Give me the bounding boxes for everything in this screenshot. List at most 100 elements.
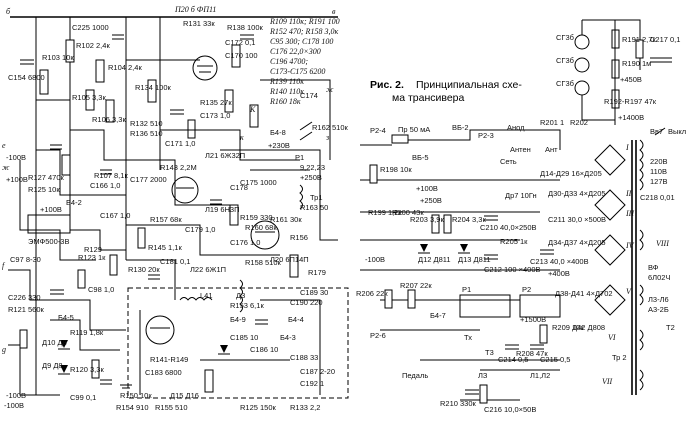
label-r135: R135 27к [200,98,232,107]
label-p23: Р2-3 [478,131,494,140]
label-r199: R199 1,2к [368,208,402,217]
label-r125b: R125 150к [240,403,277,412]
label-r163: R163 50 [300,203,328,212]
left-block-labels: С225 1000 R102 2,4к R104 2,4к R103 10к С… [4,23,142,410]
label-c225: С225 1000 [72,23,109,32]
label-r138: R138 100к [227,23,264,32]
label-c188: С188 33 [290,353,318,362]
label-c218: С218 0,01 [640,193,675,202]
label-t3: Т3 [485,348,494,357]
list-line-4: С176 22,0×300 [270,47,321,56]
label-p26: Р2-6 [370,331,386,340]
label-r136: R136 510 [130,129,163,138]
list-line-3: С95 300; С178 100 [270,37,333,46]
label-c185: С185 10 [230,333,258,342]
label-r205: R205 1к [500,237,528,246]
label-c98: С98 1,0 [88,285,114,294]
label-c187: С187 2-20 [300,367,335,376]
label-d13: Д13 Д811 [458,255,491,264]
label-set: Сеть [500,157,517,166]
label-minus100b: -100В [365,255,385,264]
label-6l02ch: 6Л02Ч [648,273,670,282]
label-c183: С183 6800 [145,368,182,377]
label-a32b: А3-2Б [648,305,669,314]
list-line-5: С196 4700; [270,57,308,66]
label-d10: Д10 Д8 [42,338,67,347]
label-b43: Б4-3 [280,333,296,342]
label-r208: R208 47к [516,349,548,358]
bus-title: П20 б ФП11 [174,5,216,14]
list-line-8: R140 110к [269,87,304,96]
label-ant: Ант [545,145,558,154]
label-b49: Б4-9 [230,315,246,324]
caption-line-2: ма трансивера [392,92,465,104]
label-c190: С190 220 [290,298,323,307]
label-c154: С154 6800 [8,73,45,82]
label-c189: С189 30 [300,288,328,297]
label-sg3b-2: СГ3б [556,56,574,65]
label-t2: Т2 [666,323,675,332]
label-relay-p1: Р1 [462,285,471,294]
label-p24: Р2-4 [370,126,386,135]
label-d9: Д9 Д8 [42,361,63,370]
label-r200: R200 43к [392,208,424,217]
label-vf: ВФ [648,263,659,272]
label-r209: R209 10к [552,323,584,332]
label-d12: Д12 Д811 [418,255,451,264]
label-l3l6: Л3-Л6 [648,295,669,304]
label-vykl: Выкл [668,127,686,136]
label-c179: С179 1,0 [185,225,215,234]
label-r202: R202 [570,118,588,127]
label-r159: R159 330 [240,213,273,222]
left-circuit-wiring [8,34,132,396]
label-r154: R154 910 [116,403,149,412]
label-plus400: +400В [548,269,570,278]
label-r153: R153 6,1к [230,301,264,310]
label-110v: 110В [650,167,667,176]
label-c217: С217 0,1 [650,35,680,44]
label-c215: С215 0,5 [540,355,570,364]
component-value-list: R109 110к; R191 100 R152 470; R158 3,0к … [269,17,340,106]
label-r162: R162 510к [312,123,349,132]
label-c212: С212 100 ×400В [484,265,541,274]
label-r210: R210 330к [440,399,477,408]
rail-minus100-bottom: -100В [6,391,26,400]
rail-g: g [2,345,6,354]
label-l41: L41 [200,291,213,300]
label-c181: С181 0,1 [160,257,190,266]
label-r155: R155 510 [155,403,188,412]
label-c192: С192 1 [300,379,324,388]
label-c213: С213 40,0 ×400В [530,257,589,266]
label-anod: Анод [507,123,525,132]
label-l22: Л22 6Ж1П [190,265,226,274]
label-c170: С170 100 [225,51,258,60]
label-c173: С173 1,0 [200,111,230,120]
label-b48: Б4-8 [270,128,286,137]
label-r133: R133 2,2 [290,403,320,412]
label-c178: С178 [230,183,248,192]
rail-zh: ж [2,163,10,172]
label-c214: С214 0,5 [498,355,528,364]
label-r103: R103 10к [42,53,74,62]
label-plus450: +450В [620,75,642,84]
label-c174: С174 [300,91,318,100]
list-line-7: R139 110к [269,77,304,86]
label-r192: R192-R197 47к [604,97,657,106]
label-plus100-a: +100В [40,205,62,214]
label-r206: R206 22к [356,289,388,298]
label-r204: R204 3,3к [452,215,486,224]
label-c177: С177 2000 [130,175,167,184]
power-supply-wiring [360,19,672,404]
label-r107: R107 8,1к [94,171,128,180]
label-plus250b: +250В [420,196,442,205]
label-vv7: Вв7 [650,127,663,136]
label-r106: R106 3,3к [92,115,126,124]
rail-zh-right: ж [326,85,334,94]
label-l1l2: Л1,Л2 [530,371,550,380]
label-r125: R125 10к [28,185,60,194]
label-emf: ЭМФ500-3В [28,237,69,246]
label-r156: R156 [290,233,308,242]
label-b42: Б4-2 [66,198,82,207]
label-l20: Л20 6П14П [270,255,309,264]
rail-k-upper: К [249,105,256,114]
